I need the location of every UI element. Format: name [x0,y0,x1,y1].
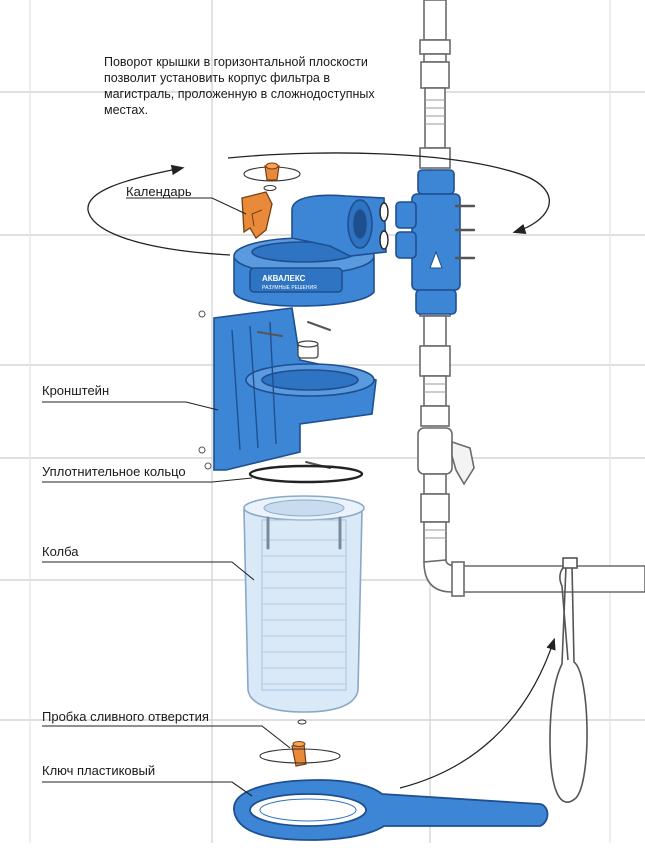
filter-flask [243,495,365,713]
wall-bracket [213,307,377,471]
label-flask: Колба [42,544,79,559]
hanging-key-icon [549,557,588,803]
callout-leaders [42,197,291,797]
drain-rotation-ring [259,748,341,764]
lid-o-rings [379,202,389,250]
plastic-key-icon [233,779,549,841]
rotation-caption: Поворот крышки в горизонтальной плоскост… [104,55,375,117]
vertical-pipe-assembly [417,0,645,597]
manifold-screws [454,204,476,260]
filter-head [233,194,387,307]
bracket-plug-icon [297,340,319,359]
label-drain-plug: Пробка сливного отверстия [42,709,209,724]
brand-name: АКВАЛЕКС [262,274,306,283]
flask-cartridge-lines [262,539,346,685]
label-plastic-key: Ключ пластиковый [42,763,156,778]
drain-plug-icon [291,719,307,767]
label-bracket: Кронштейн [42,383,110,398]
hanging-key-arrow [399,637,556,789]
bypass-manifold [395,169,461,315]
rotation-arrow [87,152,550,256]
calendar-dial-icon [241,191,273,239]
brand-tagline: РАЗУМНЫЕ РЕШЕНИЯ [262,285,317,291]
pipe-thread-marks [424,99,446,539]
seal-ring [248,464,364,484]
top-knob-icon [263,162,280,191]
label-calendar: Календарь [126,184,192,199]
screw-heads [198,310,212,470]
label-seal-ring: Уплотнительное кольцо [42,464,186,479]
flask-studs [266,516,342,550]
